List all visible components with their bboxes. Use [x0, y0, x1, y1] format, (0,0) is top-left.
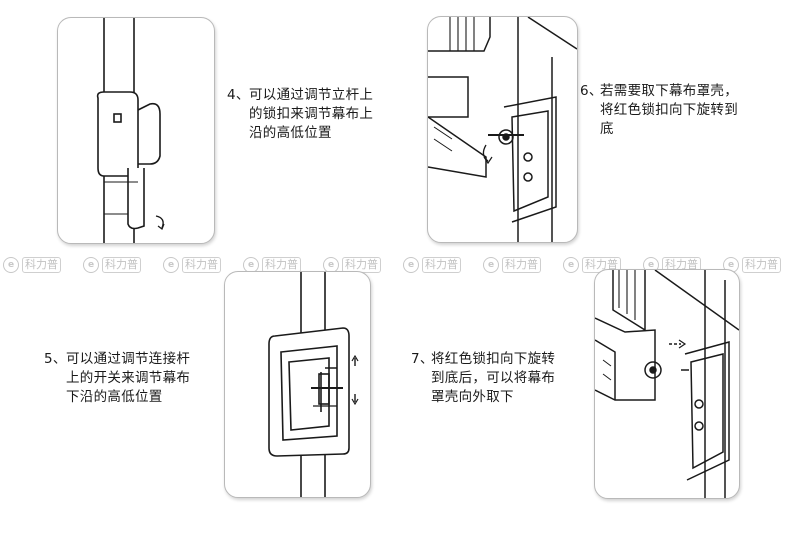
- step-6-text: 6、 若需要取下幕布罩壳， 将红色锁扣向下旋转到 底: [580, 82, 738, 139]
- step-number: 7、: [411, 351, 434, 367]
- step-line: 的锁扣来调节幕布上: [249, 106, 374, 122]
- step-line: 沿的高低位置: [249, 125, 332, 141]
- watermark-text: 科力普: [182, 257, 221, 273]
- leaf-logo-icon: e: [403, 257, 419, 273]
- step-line: 可以通过调节连接杆: [66, 351, 191, 367]
- step-line: 底: [600, 121, 614, 137]
- watermark-text: 科力普: [742, 257, 781, 273]
- step-number: 5、: [44, 351, 67, 367]
- step-4-text: 4、 可以通过调节立杆上 的锁扣来调节幕布上 沿的高低位置: [227, 86, 373, 143]
- step-line: 将红色锁扣向下旋转到: [600, 102, 738, 118]
- step-line: 到底后，可以将幕布: [431, 370, 556, 386]
- watermark-text: 科力普: [422, 257, 461, 273]
- step-5-text: 5、 可以通过调节连接杆 上的开关来调节幕布 下沿的高低位置: [44, 350, 190, 407]
- leaf-logo-icon: e: [163, 257, 179, 273]
- watermark-text: 科力普: [102, 257, 141, 273]
- step-line: 下沿的高低位置: [66, 389, 163, 405]
- illustration-remove-cover: [594, 269, 740, 499]
- step-7-text: 7、 将红色锁扣向下旋转 到底后，可以将幕布 罩壳向外取下: [411, 350, 555, 407]
- step-line: 罩壳向外取下: [431, 389, 514, 405]
- illustration-red-lock-release: [427, 16, 578, 243]
- illustration-stand-clamp: [57, 17, 215, 244]
- leaf-logo-icon: e: [83, 257, 99, 273]
- leaf-logo-icon: e: [3, 257, 19, 273]
- step-line: 若需要取下幕布罩壳，: [600, 83, 738, 99]
- watermark-text: 科力普: [22, 257, 61, 273]
- leaf-logo-icon: e: [483, 257, 499, 273]
- leaf-logo-icon: e: [563, 257, 579, 273]
- step-line: 将红色锁扣向下旋转: [431, 351, 556, 367]
- watermark-text: 科力普: [502, 257, 541, 273]
- illustration-connector-switch: [224, 271, 371, 498]
- step-number: 6、: [580, 83, 603, 99]
- step-line: 可以通过调节立杆上: [249, 87, 374, 103]
- step-line: 上的开关来调节幕布: [66, 370, 191, 386]
- step-number: 4、: [227, 87, 250, 103]
